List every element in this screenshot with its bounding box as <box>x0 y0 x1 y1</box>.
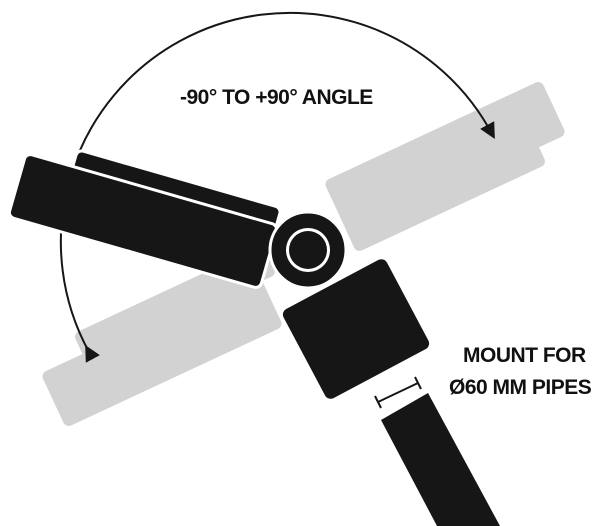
rotation-arc-arrow <box>59 11 495 363</box>
pivot-joint <box>268 210 348 290</box>
mount-label-line2: Ø60 MM PIPES <box>449 376 592 399</box>
pipe-clamp <box>279 256 433 402</box>
angle-label: -90° TO +90° ANGLE <box>180 86 373 109</box>
pipe <box>381 393 500 526</box>
active-arm <box>7 149 282 289</box>
pipe-diameter-marker <box>374 376 422 409</box>
mount-label-line1: MOUNT FOR <box>463 344 586 367</box>
